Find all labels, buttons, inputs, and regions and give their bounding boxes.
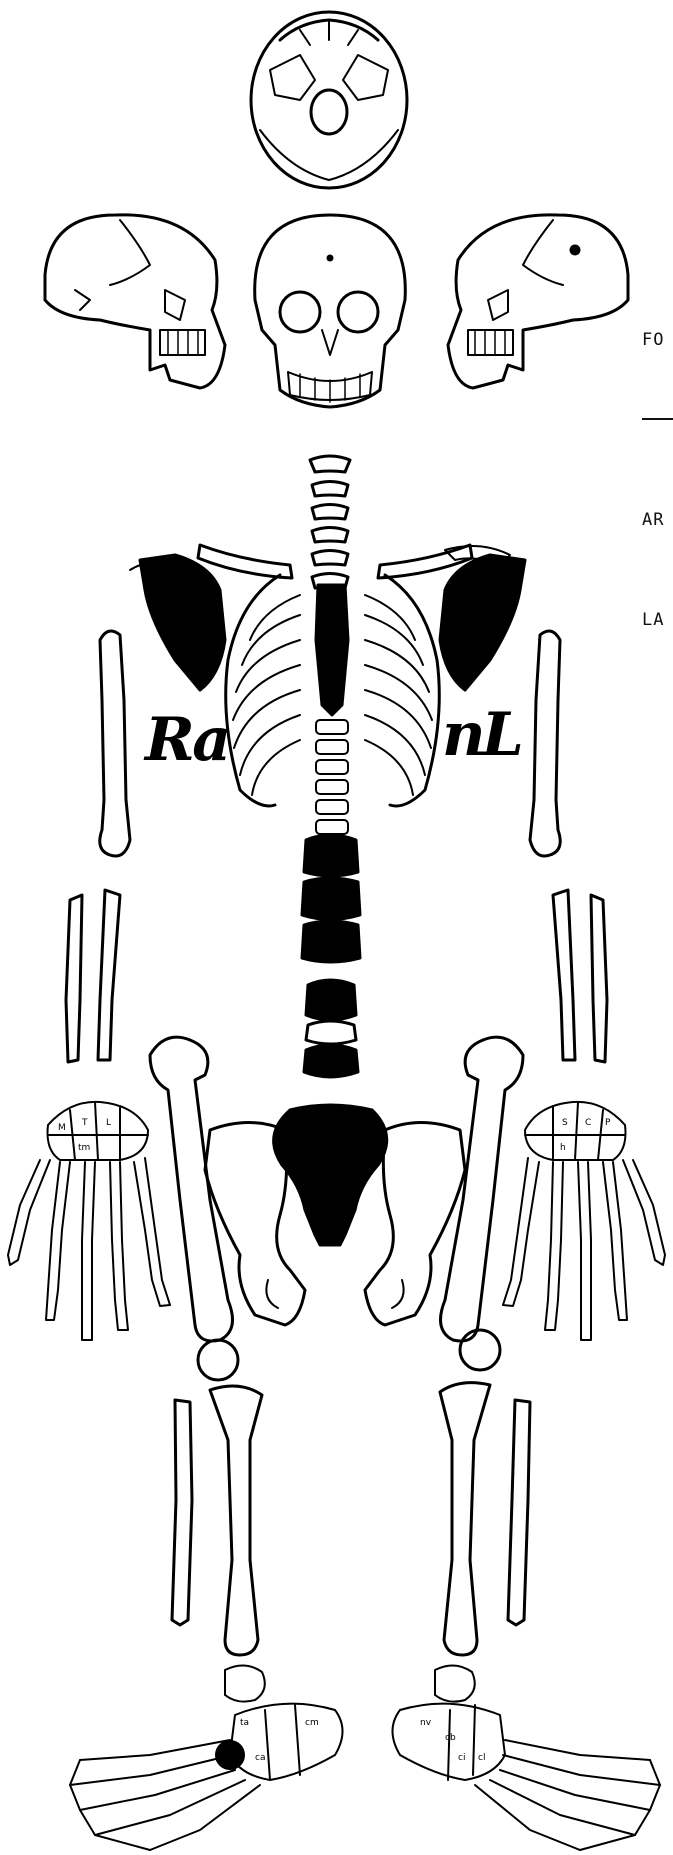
femur-left <box>441 1037 524 1341</box>
tarsal-letter-cm-right: cm <box>305 1718 319 1728</box>
talus-right <box>225 1665 265 1701</box>
carpal-letter-h-left: h <box>560 1143 566 1153</box>
carpal-letter-c-left: C <box>585 1118 591 1128</box>
skull-frontal <box>255 215 406 407</box>
radius-right <box>66 895 82 1062</box>
carpal-letter-s-left: S <box>562 1118 568 1128</box>
talus-left <box>435 1665 475 1701</box>
tarsal-letter-ci-left: ci <box>458 1753 465 1763</box>
ulna-left <box>553 890 575 1060</box>
skull-lateral-right <box>45 215 225 388</box>
margin-label-ar: AR <box>642 510 664 530</box>
patella-left <box>460 1330 500 1370</box>
cervical-spine <box>310 456 350 588</box>
tarsal-letter-cb-left: cb <box>445 1733 456 1743</box>
hand-left-fingers <box>503 1158 665 1340</box>
carpal-letter-l-right: L <box>106 1118 111 1128</box>
foot-left <box>393 1704 661 1850</box>
skull-lateral-left <box>448 215 628 388</box>
tarsal-letter-ta-right: ta <box>240 1718 249 1728</box>
fibula-right <box>172 1400 192 1625</box>
carpals-left <box>525 1102 626 1160</box>
lumbar-spine <box>302 835 360 1077</box>
hand-right-fingers <box>8 1158 170 1340</box>
carpal-letter-t-right: T <box>81 1118 88 1128</box>
margin-rule <box>642 418 673 420</box>
margin-label-fo: FO <box>642 330 664 350</box>
scapula-left <box>440 546 525 690</box>
tarsal-letter-nv-left: nv <box>420 1718 432 1728</box>
tarsal-letter-ca-right: ca <box>255 1753 265 1763</box>
thoracic-spine <box>316 720 348 834</box>
clavicle-right <box>198 545 292 578</box>
femur-right <box>150 1037 233 1341</box>
carpal-letter-p-left: P <box>605 1118 611 1128</box>
radius-left <box>591 895 607 1062</box>
carpal-letter-tm-right: tm <box>78 1143 90 1153</box>
tibia-right <box>210 1386 262 1655</box>
tibia-left <box>440 1383 490 1655</box>
fibula-left <box>508 1400 530 1625</box>
margin-label-la: LA <box>642 610 664 630</box>
tarsal-letter-cl-left: cl <box>478 1753 485 1763</box>
scapula-right <box>130 555 225 690</box>
sacrum <box>274 1105 387 1245</box>
foot-right <box>70 1704 343 1850</box>
skull-inferior-view <box>251 12 407 188</box>
humerus-right <box>100 631 130 856</box>
handwritten-left-label: nL <box>442 700 520 770</box>
sternum <box>316 585 348 715</box>
patella-right <box>198 1340 238 1380</box>
carpal-letter-m-right: M <box>58 1123 66 1133</box>
humerus-left <box>530 631 560 856</box>
ulna-right <box>98 890 120 1060</box>
handwritten-right-label: Ra <box>145 705 227 775</box>
